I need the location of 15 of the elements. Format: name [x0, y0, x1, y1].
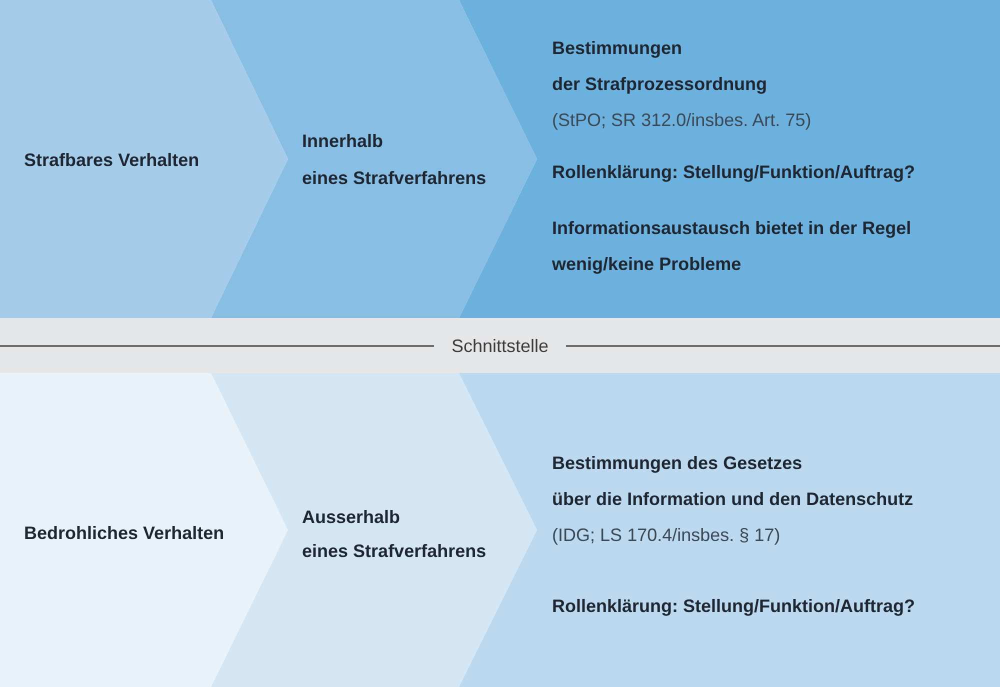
chevron-step: [0, 0, 288, 318]
step-label: Bedrohliches Verhalten: [24, 522, 224, 545]
step-label: Innerhalb eines Strafverfahrens: [302, 130, 486, 190]
reference-note: (IDG; LS 170.4/insbes. § 17): [552, 524, 780, 547]
step-label: Strafbares Verhalten: [24, 149, 200, 172]
chevron-step: [211, 0, 537, 318]
heading: Bestimmungen der Strafprozessordnung: [552, 37, 768, 96]
question-text: Rollenklärung: Stellung/Funktion/Auftrag?: [552, 595, 916, 618]
reference-note: (StPO; SR 312.0/insbes. Art. 75): [552, 109, 812, 132]
note-text: Informationsaustausch bietet in der Regel wenig/keine Probleme: [552, 217, 912, 276]
step-label: Ausserhalb eines Strafverfahrens: [302, 506, 486, 563]
heading: Bestimmungen des Gesetzes über die Information und den Datenschutz: [552, 452, 914, 511]
divider-band: [0, 318, 1000, 373]
band-label: Schnittstelle: [451, 334, 549, 358]
question-text: Rollenklärung: Stellung/Funktion/Auftrag?: [552, 161, 916, 184]
